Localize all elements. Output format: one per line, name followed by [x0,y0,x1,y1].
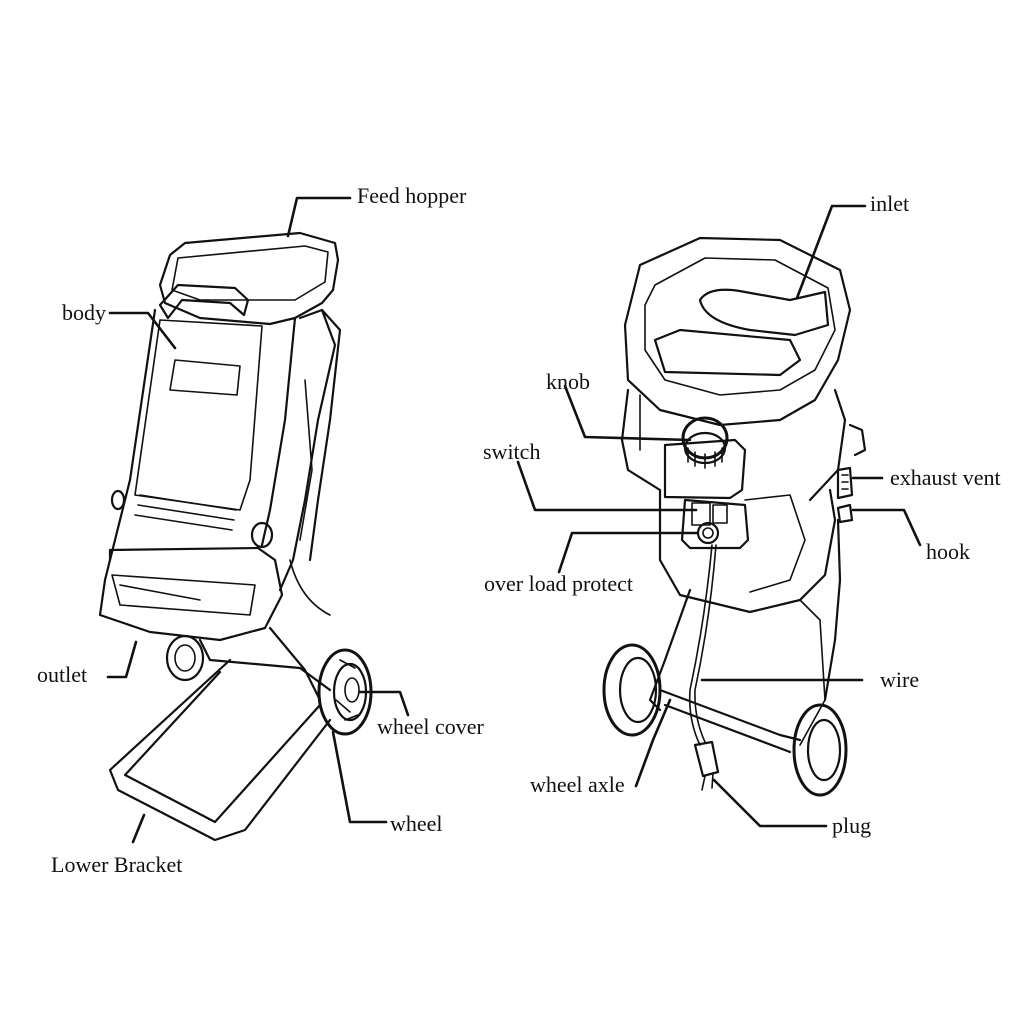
label-wheel-cover: wheel cover [377,714,485,739]
label-inlet: inlet [870,191,909,216]
labels: Feed hopper body outlet wheel cover whee… [37,183,1001,877]
label-body: body [62,300,106,325]
label-wheel: wheel [390,811,443,836]
leader-feed-hopper [286,196,352,238]
label-hook: hook [926,539,970,564]
leader-outlet [106,640,138,679]
leader-hook [851,508,922,547]
label-plug: plug [832,813,871,838]
label-exhaust-vent: exhaust vent [890,465,1001,490]
label-lower-bracket: Lower Bracket [51,852,182,877]
leader-over-load-protect [557,531,699,574]
leader-wheel [331,730,388,824]
leader-wheel-axle [634,698,672,788]
label-wire: wire [880,667,919,692]
leader-lines [106,196,922,844]
leader-knob [563,384,692,442]
left-shredder-illustration [98,231,373,842]
leader-inlet [795,204,867,300]
label-switch: switch [483,439,540,464]
leader-body [108,311,177,350]
label-knob: knob [546,369,590,394]
right-shredder-illustration [602,236,867,797]
leader-lower-bracket [131,813,146,844]
leader-wheel-cover [358,690,410,717]
label-feed-hopper: Feed hopper [357,183,467,208]
label-wheel-axle: wheel axle [530,772,625,797]
leader-switch [516,460,698,512]
label-over-load-protect: over load protect [484,571,633,596]
label-outlet: outlet [37,662,87,687]
leader-plug [712,778,828,828]
